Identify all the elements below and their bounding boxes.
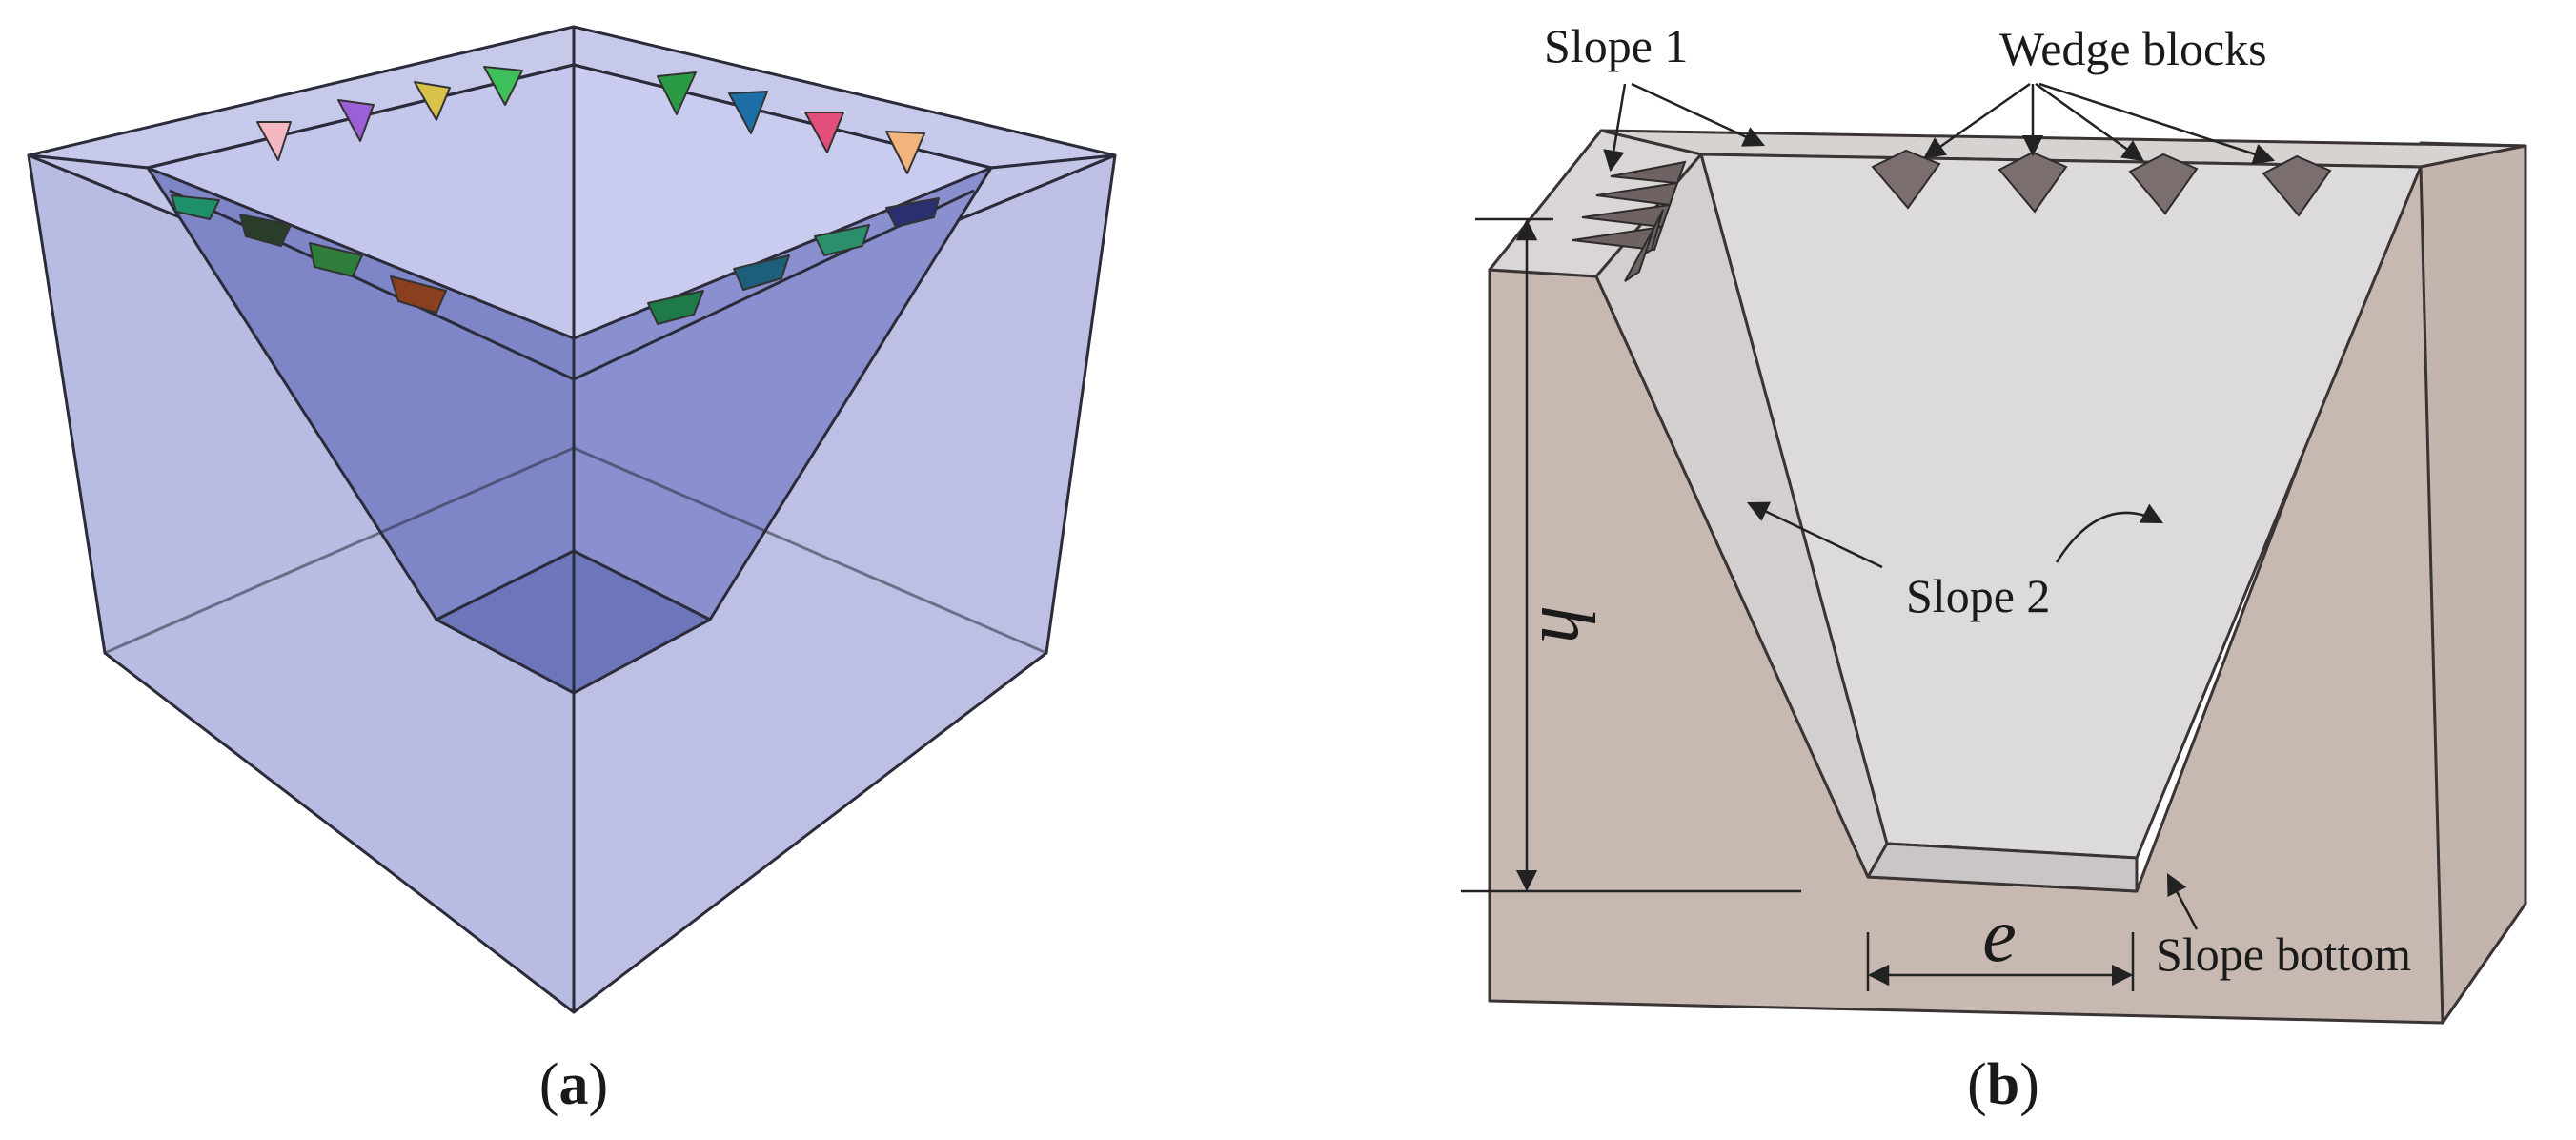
slope-bottom-arrow	[2166, 873, 2199, 930]
wedge-block	[171, 194, 220, 220]
wedge-arrow-3	[2035, 82, 2144, 162]
label-e-symbol: e	[1982, 894, 2017, 978]
annotation-arrows	[1603, 82, 2276, 930]
slope2-arrow-curve	[2055, 503, 2163, 563]
slope1-wedge	[1624, 228, 1654, 282]
slope1-wedge	[1581, 203, 1672, 229]
wedge-block	[647, 290, 704, 325]
wedge-block	[239, 214, 292, 247]
wedge-block	[337, 99, 375, 142]
wedge-block	[309, 242, 363, 277]
top-wedge	[1871, 149, 1941, 210]
wedge-block	[256, 121, 292, 161]
wedge-block	[804, 112, 844, 153]
label-slope-bottom: Slope bottom	[2156, 927, 2411, 981]
slope1-wedge	[1610, 160, 1687, 185]
slope1-arrow-right	[1631, 82, 1766, 147]
wedge-block	[885, 197, 940, 228]
top-wedge	[1998, 151, 2068, 214]
top-wedge-blocks	[1871, 149, 2332, 217]
slope1-wedges	[1572, 160, 1687, 282]
soil-right-face	[2419, 144, 2527, 1025]
label-slope-2: Slope 2	[1906, 569, 2050, 622]
label-h-symbol: h	[1525, 605, 1609, 643]
top-wedge	[2262, 154, 2332, 217]
wedge-block	[733, 254, 790, 291]
slope-bottom-floor	[1866, 842, 2139, 893]
wedge-block	[483, 66, 523, 106]
panel-a-3d-pit-model	[27, 25, 1117, 1014]
slope1-wedge	[1572, 225, 1664, 252]
wedge-arrow-1	[1923, 82, 2031, 159]
slope2-arrow-left	[1746, 501, 1883, 569]
wedge-block	[390, 275, 447, 314]
wedge-block	[414, 81, 451, 121]
label-slope-1: Slope 1	[1544, 19, 1688, 72]
hidden-bottom-edges	[104, 446, 1047, 655]
panel-a-wedge-blocks	[171, 66, 940, 325]
wedge-block	[814, 224, 870, 256]
label-wedge-blocks: Wedge blocks	[1999, 22, 2267, 75]
dimensions	[1461, 217, 2135, 991]
caption-b: (b)	[1967, 1052, 2039, 1117]
slope1-wedge	[1595, 181, 1679, 207]
wedge-arrow-4	[2038, 82, 2276, 165]
wedge-block	[885, 131, 925, 174]
wedge-block	[657, 71, 697, 115]
wedge-block	[728, 91, 768, 134]
top-wedge	[2128, 153, 2199, 215]
slope1-arrow-left	[1603, 83, 1627, 173]
caption-a: (a)	[539, 1052, 608, 1117]
